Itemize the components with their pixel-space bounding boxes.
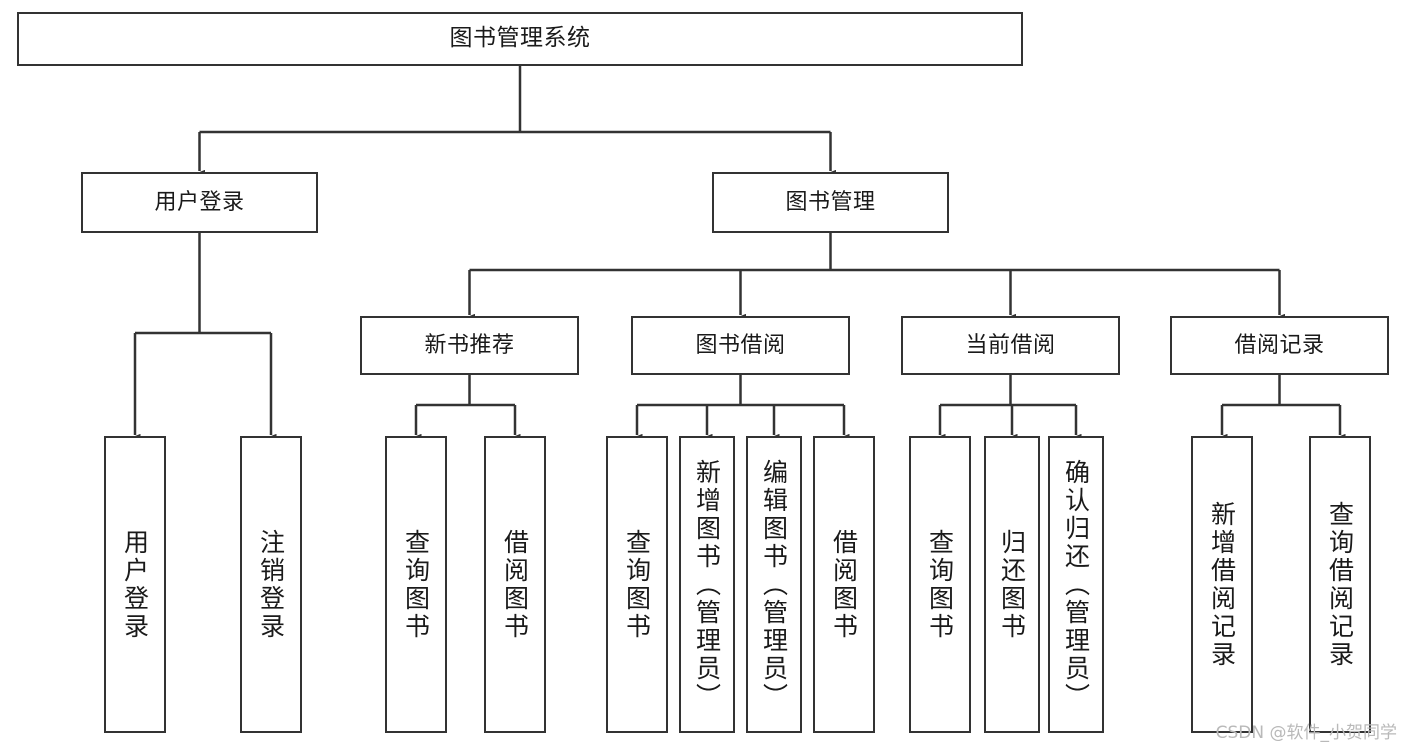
node-f-edit-book[interactable]: 编辑图书（管理员） [746, 436, 802, 733]
node-label: 新增图书（管理员） [692, 458, 722, 711]
node-f-query-record[interactable]: 查询借阅记录 [1309, 436, 1371, 733]
node-label: 借阅图书 [829, 528, 859, 641]
node-f-borrow-book[interactable]: 借阅图书 [813, 436, 875, 733]
node-label: 新书推荐 [424, 332, 515, 358]
node-f-user-login[interactable]: 用户登录 [104, 436, 166, 733]
node-label: 查询借阅记录 [1325, 500, 1355, 669]
node-records[interactable]: 借阅记录 [1170, 316, 1389, 375]
node-f-query-book-borrow[interactable]: 查询图书 [606, 436, 668, 733]
node-label: 新增借阅记录 [1207, 500, 1237, 669]
node-root[interactable]: 图书管理系统 [17, 12, 1023, 66]
node-label: 确认归还（管理员） [1061, 458, 1091, 711]
node-label: 借阅记录 [1234, 332, 1325, 358]
node-borrow[interactable]: 图书借阅 [631, 316, 850, 375]
node-label: 图书借阅 [695, 332, 786, 358]
node-f-user-logout[interactable]: 注销登录 [240, 436, 302, 733]
node-label: 查询图书 [622, 528, 652, 641]
node-f-confirm-return[interactable]: 确认归还（管理员） [1048, 436, 1104, 733]
watermark: CSDN @软件_小贺同学 [1215, 723, 1397, 743]
node-label: 查询图书 [925, 528, 955, 641]
node-f-add-record[interactable]: 新增借阅记录 [1191, 436, 1253, 733]
node-current[interactable]: 当前借阅 [901, 316, 1120, 375]
node-f-add-book[interactable]: 新增图书（管理员） [679, 436, 735, 733]
node-label: 用户登录 [120, 528, 150, 641]
node-label: 图书管理系统 [449, 25, 591, 52]
node-label: 查询图书 [401, 528, 431, 641]
node-label: 图书管理 [785, 189, 876, 215]
node-f-return-book[interactable]: 归还图书 [984, 436, 1040, 733]
node-label: 用户登录 [154, 189, 245, 215]
node-bookmgmt[interactable]: 图书管理 [712, 172, 949, 233]
node-f-query-book-new[interactable]: 查询图书 [385, 436, 447, 733]
connector-lines [129, 66, 1346, 443]
node-label: 编辑图书（管理员） [759, 458, 789, 711]
node-label: 当前借阅 [965, 332, 1056, 358]
node-f-borrow-book-new[interactable]: 借阅图书 [484, 436, 546, 733]
node-label: 注销登录 [256, 528, 286, 641]
node-login[interactable]: 用户登录 [81, 172, 318, 233]
node-f-query-book-current[interactable]: 查询图书 [909, 436, 971, 733]
node-label: 归还图书 [997, 528, 1027, 641]
node-label: 借阅图书 [500, 528, 530, 641]
node-newbook[interactable]: 新书推荐 [360, 316, 579, 375]
